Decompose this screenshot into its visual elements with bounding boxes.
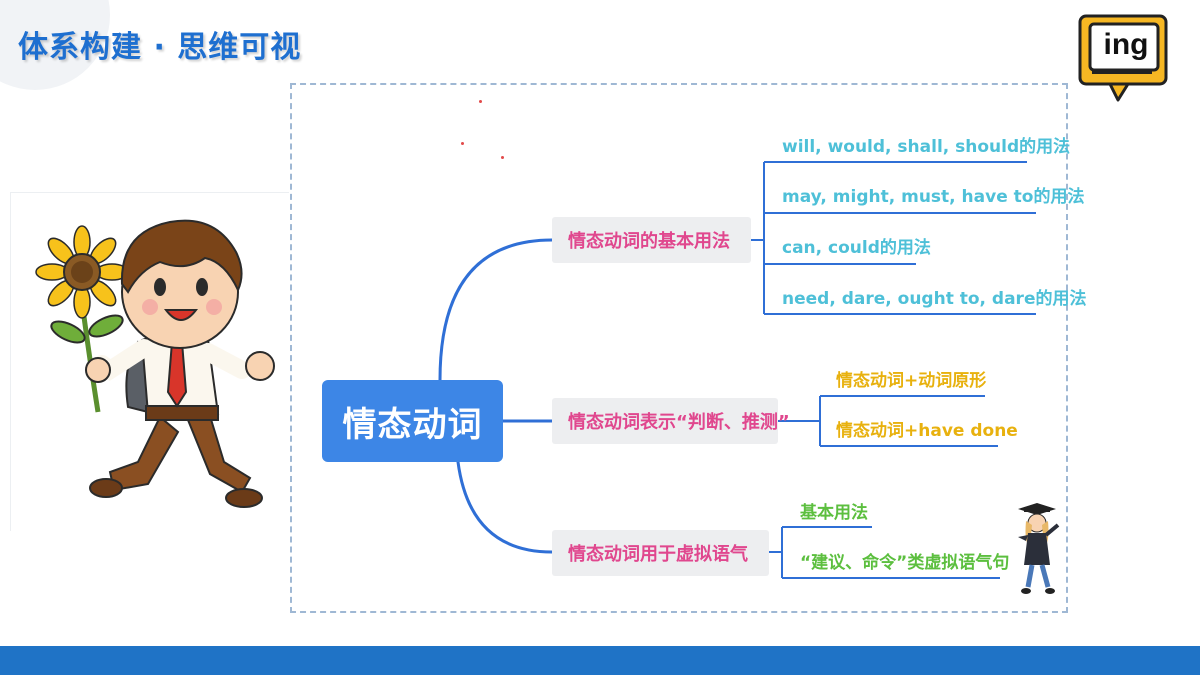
ing-logo-icon bbox=[1078, 14, 1168, 102]
root-node: 情态动词 bbox=[322, 380, 503, 462]
decor-dot bbox=[479, 100, 482, 103]
branch-node-basic-usage: 情态动词的基本用法 bbox=[552, 217, 751, 263]
decor-dot bbox=[501, 156, 504, 159]
branch-node-subjunctive: 情态动词用于虚拟语气 bbox=[552, 530, 769, 576]
connector-root-branch1 bbox=[438, 238, 554, 382]
boy-with-sunflower-illustration bbox=[35, 219, 275, 508]
leaf-node: can, could的用法 bbox=[782, 238, 931, 258]
leaf-node: 情态动词+have done bbox=[836, 421, 1018, 441]
connector-root-branch3 bbox=[456, 460, 554, 554]
leaf-node: 基本用法 bbox=[800, 503, 868, 523]
leaf-node: will, would, shall, should的用法 bbox=[782, 137, 1071, 157]
leaf-node: need, dare, ought to, dare的用法 bbox=[782, 289, 1087, 309]
graduate-girl-illustration bbox=[1018, 503, 1060, 594]
leaf-node: 情态动词+动词原形 bbox=[836, 371, 987, 391]
page-title: 体系构建 · 思维可视 bbox=[18, 30, 302, 65]
decor-dot bbox=[461, 142, 464, 145]
branch-node-inference: 情态动词表示“判断、推测” bbox=[552, 398, 790, 444]
leaf-node: “建议、命令”类虚拟语气句 bbox=[800, 553, 1010, 573]
footer-bar bbox=[0, 646, 1200, 675]
logo-text: ing bbox=[1103, 28, 1149, 61]
leaf-node: may, might, must, have to的用法 bbox=[782, 187, 1085, 207]
mindmap-frame bbox=[290, 83, 1068, 613]
